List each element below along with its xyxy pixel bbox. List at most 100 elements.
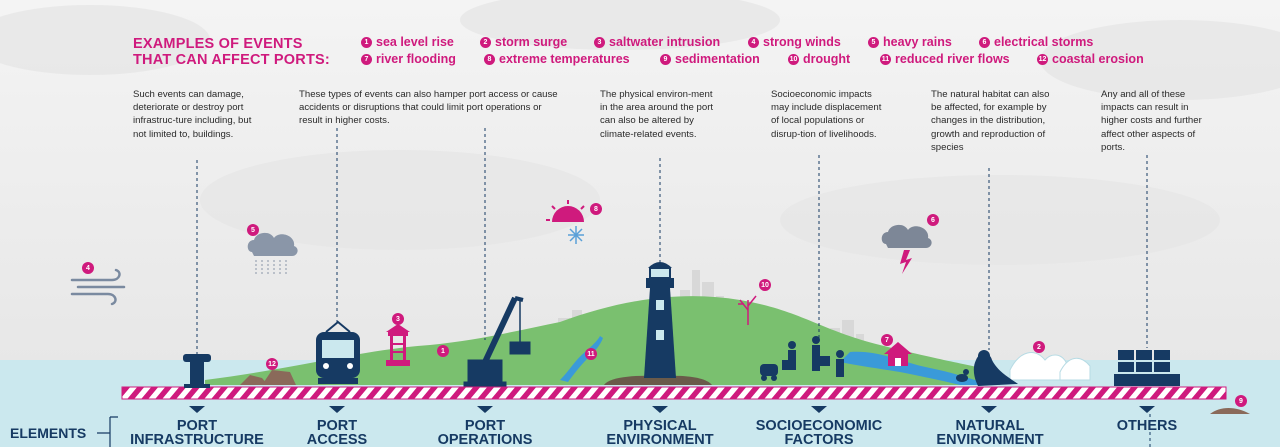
element-arrows — [189, 406, 1155, 413]
element-line-2: FACTORS — [784, 432, 854, 447]
element-line-1: SOCIOECONOMIC — [755, 418, 883, 434]
event-label: heavy rains — [883, 35, 952, 49]
element-line-1: OTHERS — [1116, 418, 1178, 434]
description-natural: The natural habitat can also be affected… — [931, 89, 1050, 153]
element-line-1: PHYSICAL — [623, 418, 697, 434]
element-line-2: INFRASTRUCTURE — [130, 432, 264, 447]
event-number: 2 — [480, 36, 491, 48]
description-socioeconomic: Socioeconomic impacts may include displa… — [771, 89, 882, 140]
waves — [1009, 352, 1091, 381]
badge-electrical-storms: 6 — [927, 214, 939, 226]
tram-icon — [316, 320, 360, 384]
description-infrastructure: Such events can damage, deteriorate or d… — [133, 89, 252, 140]
eroded-rock-icon — [240, 370, 296, 385]
event-coastal-erosion: 12 coastal erosion — [1037, 52, 1144, 66]
event-number: 4 — [748, 36, 759, 48]
saltwater-well-icon — [386, 324, 410, 366]
description-physical: The physical environ-ment in the area ar… — [600, 89, 714, 140]
event-number: 10 — [788, 53, 799, 65]
event-label: sedimentation — [675, 52, 760, 66]
events-header: EXAMPLES OF EVENTS THAT CAN AFFECT PORTS… — [133, 36, 330, 68]
event-label: saltwater intrusion — [609, 35, 721, 49]
bird-icon — [956, 369, 969, 382]
badge-storm-surge: 2 — [1033, 341, 1045, 353]
badge-saltwater-intrusion: 3 — [392, 313, 404, 325]
header-line-1: EXAMPLES OF EVENTS — [133, 36, 303, 52]
badge-sea-level-rise: 1 — [437, 345, 449, 357]
event-number: 7 — [361, 53, 372, 65]
bollard-icon — [183, 354, 211, 388]
wind-icon — [70, 268, 126, 306]
elements-label: ELEMENTS — [10, 425, 87, 441]
badge-drought: 10 — [759, 279, 771, 291]
element-others: OTHERS — [1112, 418, 1182, 434]
element-line-2: ACCESS — [306, 432, 368, 447]
badge-heavy-rains: 5 — [247, 224, 259, 236]
event-label: drought — [803, 52, 851, 66]
event-label: coastal erosion — [1052, 52, 1144, 66]
element-line-2: OPERATIONS — [437, 432, 533, 447]
description-access: These types of events can also hamper po… — [299, 89, 558, 127]
elements-bracket — [97, 416, 118, 447]
event-electrical-storms: 6 electrical storms — [979, 35, 1093, 49]
containers-icon — [1114, 350, 1180, 386]
event-number: 3 — [594, 36, 605, 48]
crane-icon — [463, 296, 531, 387]
event-label: sea level rise — [376, 35, 454, 49]
lighthouse-icon — [604, 262, 712, 385]
creek — [560, 336, 603, 382]
event-label: strong winds — [763, 35, 841, 49]
event-label: river flooding — [376, 52, 456, 66]
event-number: 12 — [1037, 53, 1048, 65]
rain-cloud-icon — [247, 232, 298, 276]
badge-extreme-temperatures: 8 — [590, 203, 602, 215]
sediment-icon — [1210, 408, 1250, 414]
guide-lines — [196, 128, 1151, 447]
river — [840, 351, 990, 385]
flooded-house-icon — [884, 342, 912, 366]
event-reduced-river-flows: 11 reduced river flows — [880, 52, 1010, 66]
element-line-1: NATURAL — [955, 418, 1025, 434]
event-sea-level-rise: 1 sea level rise — [361, 35, 454, 49]
event-number: 9 — [660, 53, 671, 65]
event-number: 6 — [979, 36, 990, 48]
event-strong-winds: 4 strong winds — [748, 35, 841, 49]
event-saltwater-intrusion: 3 saltwater intrusion — [594, 35, 720, 49]
element-line-1: PORT — [464, 418, 506, 434]
displaced-people-icon — [760, 336, 844, 381]
seal-icon — [973, 350, 1018, 386]
element-line-1: PORT — [176, 418, 218, 434]
event-drought: 10 drought — [788, 52, 850, 66]
header-line-2: THAT CAN AFFECT PORTS: — [133, 52, 330, 68]
badge-coastal-erosion: 12 — [266, 358, 278, 370]
event-river-flooding: 7 river flooding — [361, 52, 456, 66]
event-number: 5 — [868, 36, 879, 48]
dry-tree-icon — [738, 295, 757, 325]
element-line-2: ENVIRONMENT — [606, 432, 714, 447]
event-label: reduced river flows — [895, 52, 1010, 66]
event-number: 1 — [361, 36, 372, 48]
badge-river-flooding: 7 — [881, 334, 893, 346]
event-storm-surge: 2 storm surge — [480, 35, 567, 49]
element-line-2: ENVIRONMENT — [936, 432, 1044, 447]
badge-sedimentation: 9 — [1235, 395, 1247, 407]
description-others: Any and all of these impacts can result … — [1101, 89, 1202, 153]
event-label: extreme temperatures — [499, 52, 630, 66]
event-number: 11 — [880, 53, 891, 65]
clouds — [0, 0, 1280, 265]
sun-snowflake-icon — [546, 200, 585, 244]
badge-reduced-river-flows: 11 — [585, 348, 597, 360]
element-line-1: PORT — [316, 418, 358, 434]
event-heavy-rains: 5 heavy rains — [868, 35, 952, 49]
event-label: electrical storms — [994, 35, 1094, 49]
event-label: storm surge — [495, 35, 568, 49]
